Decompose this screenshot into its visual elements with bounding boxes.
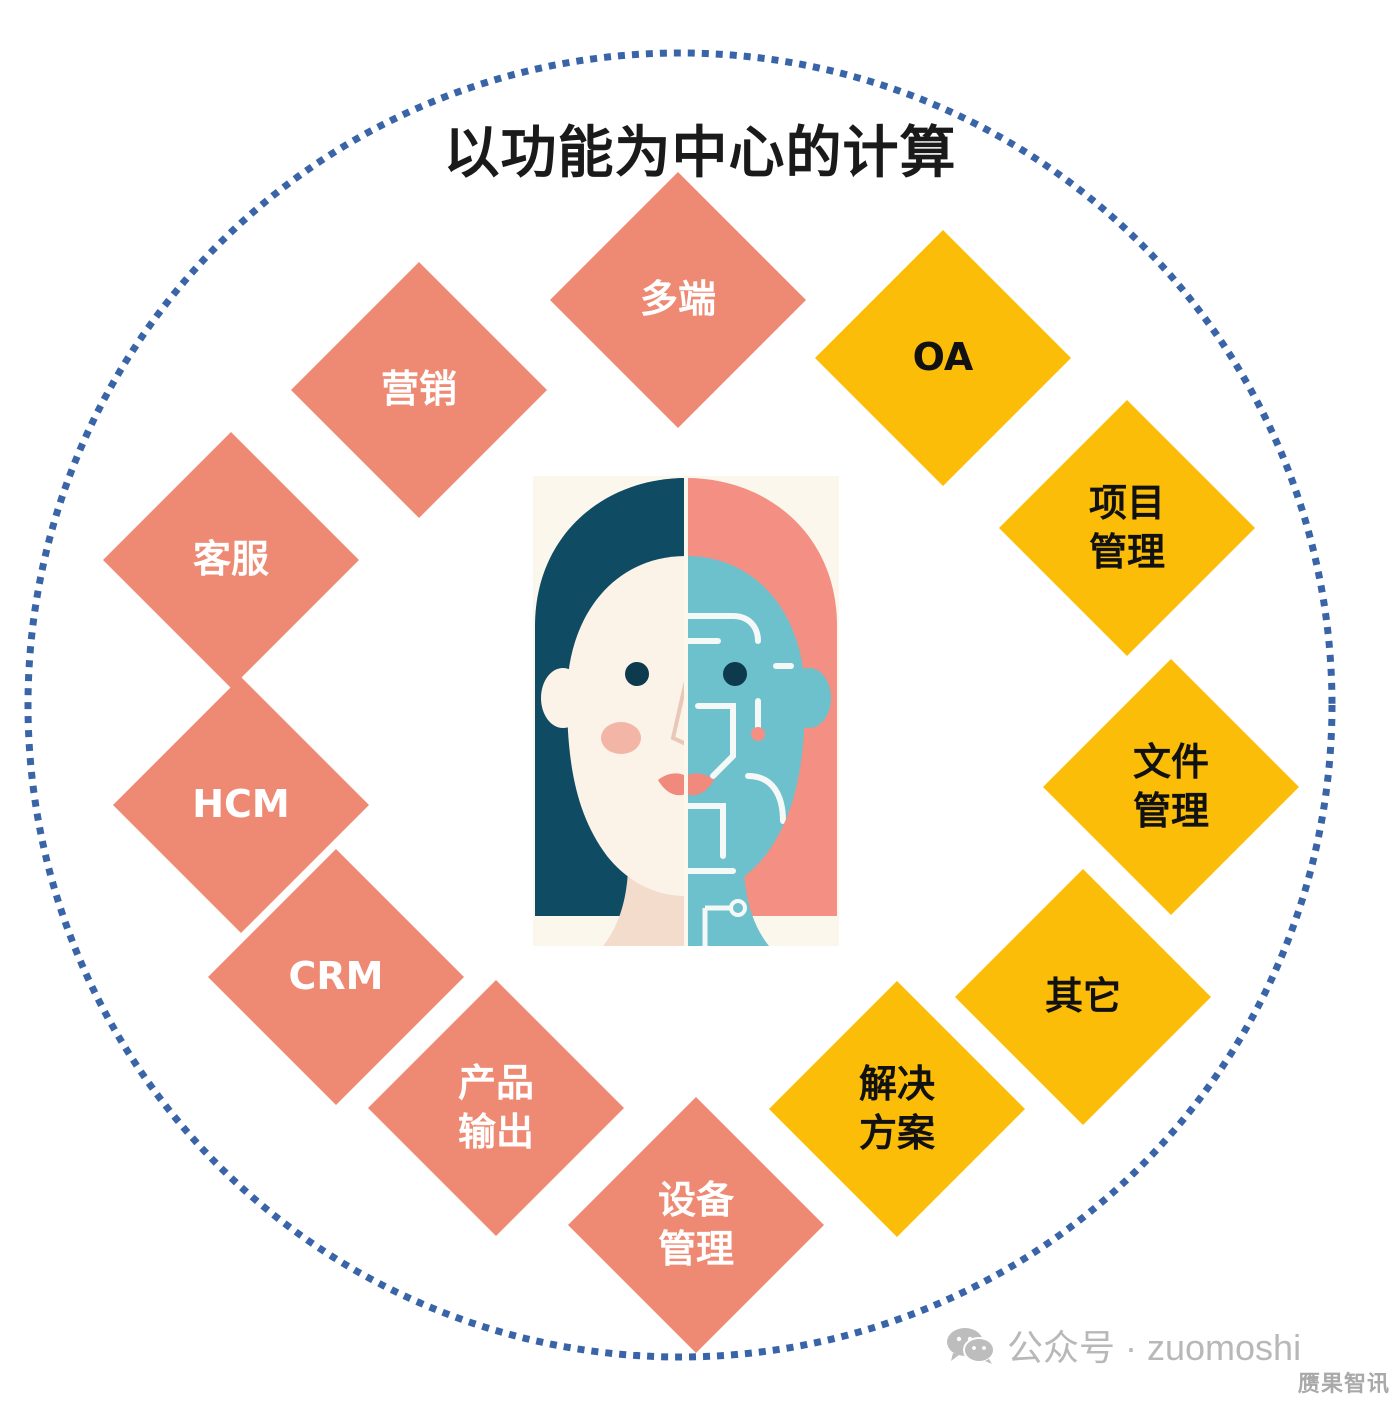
diamond-label: 客服: [192, 537, 269, 582]
corner-logo-text: 赝果智讯: [1297, 1371, 1390, 1396]
half-human-half-robot-face-icon: [533, 476, 839, 946]
diamond-duoduan: 多端: [550, 172, 806, 428]
diamond-label: 设备 管理: [657, 1177, 734, 1271]
diamond-label: 项目 管理: [1088, 480, 1165, 574]
diamond-label: CRM: [288, 954, 384, 999]
watermark: 公众号 · zuomoshi: [945, 1322, 1301, 1368]
diamond-label: OA: [912, 335, 974, 380]
diamond-label: 产品 输出: [457, 1060, 534, 1154]
diagram-title: 以功能为中心的计算: [443, 121, 957, 186]
diamond-yingxiao: 营销: [291, 262, 547, 518]
diamond-kefu: 客服: [103, 432, 359, 688]
diamond-oa: OA: [815, 230, 1071, 486]
diamond-jiejue: 解决 方案: [769, 981, 1025, 1237]
diamond-xiangmu: 项目 管理: [999, 400, 1255, 656]
diamond-label: HCM: [192, 782, 290, 827]
diamond-chanpin: 产品 输出: [368, 980, 624, 1236]
diamond-label: 其它: [1044, 974, 1121, 1019]
watermark-text: 公众号 · zuomoshi: [1007, 1327, 1302, 1368]
diamond-label: 营销: [380, 367, 457, 412]
diamond-shebei: 设备 管理: [568, 1097, 824, 1353]
wechat-icon: [947, 1328, 995, 1364]
diamond-label: 多端: [639, 277, 716, 322]
diamond-label: 解决 方案: [858, 1061, 935, 1155]
diamond-label: 文件 管理: [1132, 739, 1209, 833]
